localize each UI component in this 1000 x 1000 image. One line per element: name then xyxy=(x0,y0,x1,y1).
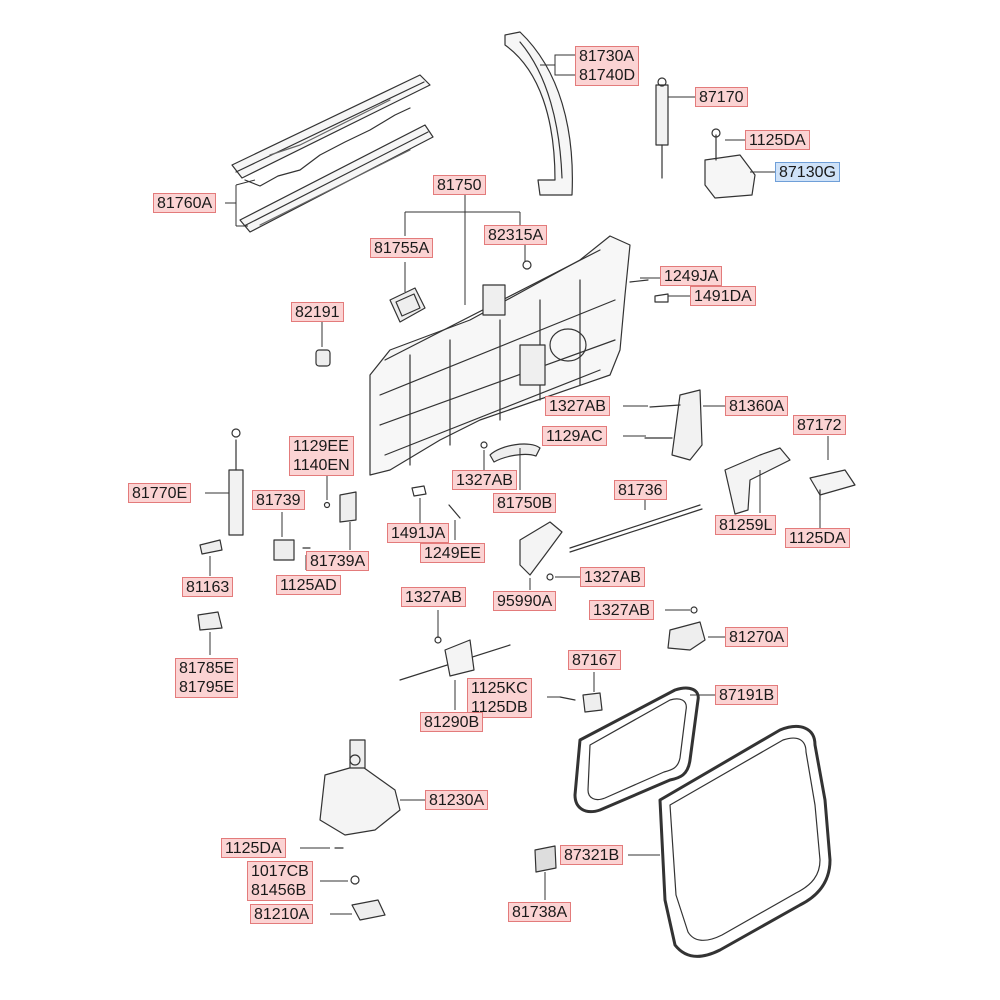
part-81760a[interactable]: 81760A xyxy=(153,193,217,213)
door-trim-panel xyxy=(369,235,631,476)
part-81259l[interactable]: 81259L xyxy=(715,515,777,535)
gas-strut-upper xyxy=(655,77,669,179)
part-1125kc[interactable]: 1125KC xyxy=(467,678,532,698)
part-81290b[interactable]: 81290B xyxy=(420,712,484,732)
part-87172[interactable]: 87172 xyxy=(793,415,846,435)
part-1327ab-e[interactable]: 1327AB xyxy=(589,600,654,620)
part-81210a[interactable]: 81210A xyxy=(250,904,314,924)
part-87130g[interactable]: 87130G xyxy=(775,162,840,182)
part-1017cb[interactable]: 1017CB xyxy=(247,861,313,881)
clip-82315a xyxy=(522,260,532,270)
part-1327ab-b[interactable]: 1327AB xyxy=(452,470,517,490)
part-82191[interactable]: 82191 xyxy=(291,302,344,322)
lock-cylinder xyxy=(667,621,706,651)
part-81740d[interactable]: 81740D xyxy=(575,66,640,86)
latch-actuator xyxy=(644,389,703,461)
part-1129ee[interactable]: 1129EE xyxy=(289,436,354,456)
part-87167[interactable]: 87167 xyxy=(568,650,621,670)
part-81785e[interactable]: 81785E xyxy=(175,658,239,678)
part-1327ab-d[interactable]: 1327AB xyxy=(401,587,466,607)
part-1125da-top[interactable]: 1125DA xyxy=(745,130,810,150)
part-81730a[interactable]: 81730A xyxy=(575,46,640,66)
part-87321b[interactable]: 87321B xyxy=(560,845,624,865)
trim-upper-part xyxy=(231,74,431,187)
door-weatherstrip xyxy=(658,725,832,958)
pillar-trim xyxy=(504,31,573,196)
bumper-82191 xyxy=(315,349,331,367)
label-1125kc-1125db: 1125KC 1125DB xyxy=(467,678,532,718)
hinge-bracket xyxy=(704,128,756,199)
pull-handle xyxy=(489,443,541,463)
part-1249ee[interactable]: 1249EE xyxy=(420,543,485,563)
label-1017cb-81456b: 1017CB 81456B xyxy=(247,861,313,901)
part-81736[interactable]: 81736 xyxy=(614,480,667,500)
part-1125da-b[interactable]: 1125DA xyxy=(221,838,286,858)
part-1125ad[interactable]: 1125AD xyxy=(276,575,341,595)
label-81785e-81795e: 81785E 81795E xyxy=(175,658,239,698)
part-1327ab-c[interactable]: 1327AB xyxy=(580,567,645,587)
part-1140en[interactable]: 1140EN xyxy=(289,456,354,476)
rod-81736 xyxy=(569,504,701,549)
part-81738a[interactable]: 81738A xyxy=(508,902,572,922)
access-cover xyxy=(389,287,426,323)
part-81163[interactable]: 81163 xyxy=(182,577,234,597)
part-81750[interactable]: 81750 xyxy=(433,175,486,195)
part-87191b[interactable]: 87191B xyxy=(715,685,779,705)
part-81795e[interactable]: 81795E xyxy=(175,678,239,698)
part-81270a[interactable]: 81270A xyxy=(725,627,789,647)
part-82315a[interactable]: 82315A xyxy=(484,225,548,245)
part-81739[interactable]: 81739 xyxy=(252,490,305,510)
part-81230a[interactable]: 81230A xyxy=(425,790,489,810)
bracket-81259l xyxy=(724,447,791,515)
part-1125da-r[interactable]: 1125DA xyxy=(785,528,850,548)
label-81730a-81740d: 81730A 81740D xyxy=(575,46,640,86)
label-1129ee-1140en: 1129EE 1140EN xyxy=(289,436,354,476)
part-1249ja-top[interactable]: 1249JA xyxy=(660,266,723,286)
part-81739a[interactable]: 81739A xyxy=(306,551,370,571)
part-1491da[interactable]: 1491DA xyxy=(690,286,756,306)
glass-weatherstrip xyxy=(573,686,700,814)
part-1491ja[interactable]: 1491JA xyxy=(387,523,450,543)
part-95990a[interactable]: 95990A xyxy=(493,591,557,611)
gas-strut-lower xyxy=(228,428,244,536)
part-1129ac[interactable]: 1129AC xyxy=(542,426,607,446)
part-81750b[interactable]: 81750B xyxy=(493,493,557,513)
part-81770e[interactable]: 81770E xyxy=(128,483,192,503)
part-1327ab-a[interactable]: 1327AB xyxy=(545,396,610,416)
part-81755a[interactable]: 81755A xyxy=(370,238,434,258)
part-81360a[interactable]: 81360A xyxy=(725,396,789,416)
trim-lower-part xyxy=(239,124,434,233)
part-87170[interactable]: 87170 xyxy=(695,87,748,107)
bumper-81738a xyxy=(534,845,557,873)
part-81456b[interactable]: 81456B xyxy=(247,881,313,901)
latch-assembly xyxy=(319,739,401,836)
